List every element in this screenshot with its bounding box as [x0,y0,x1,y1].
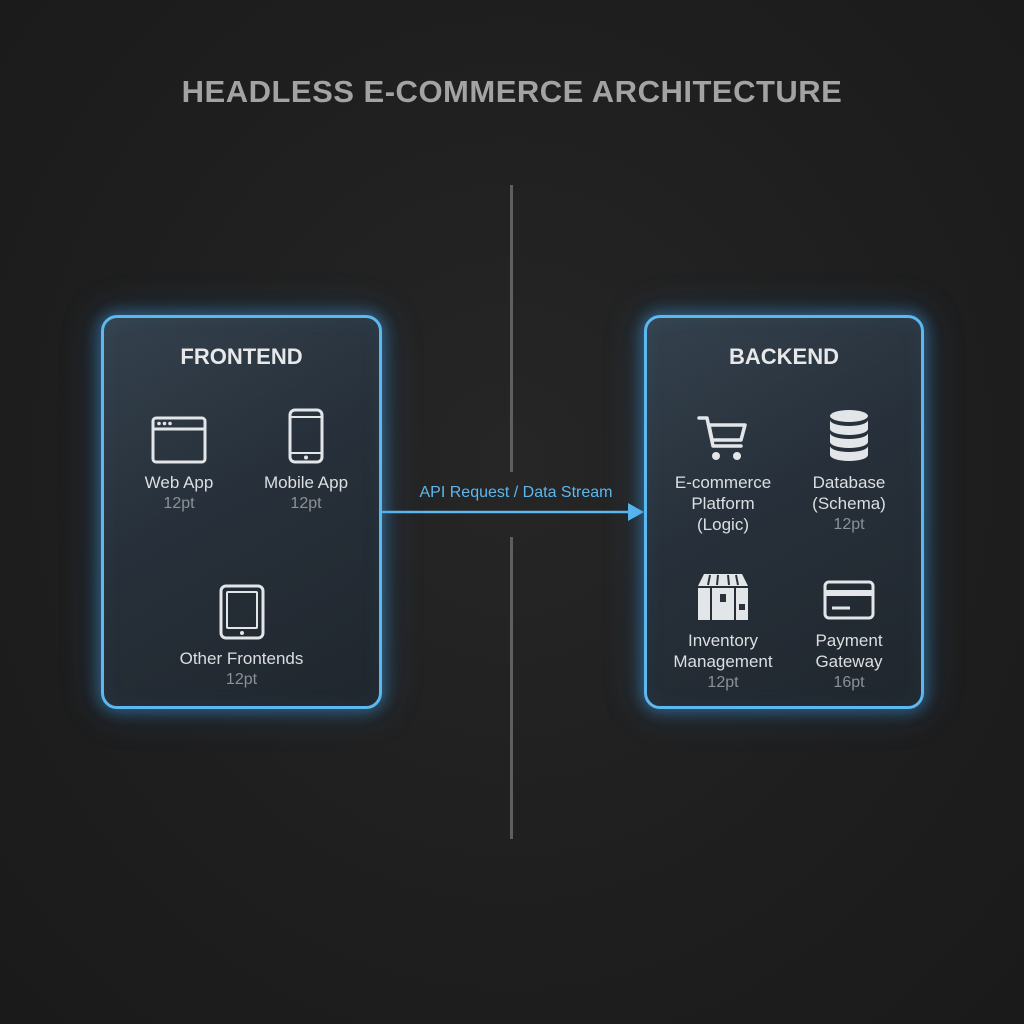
warehouse-boxes-icon [658,566,788,622]
shopping-cart-icon [658,408,788,464]
mobile-app-node[interactable]: Mobile App 12pt [241,408,371,514]
frontend-panel: FRONTEND Web App 12pt Mobile App 12pt [101,315,382,709]
backend-heading: BACKEND [729,344,839,369]
node-label: E-commerce Platform (Logic) [674,473,772,534]
node-label: Other Frontends [179,649,304,668]
center-divider-bottom [510,537,513,839]
node-sublabel: 16pt [833,674,865,691]
inventory-management-node[interactable]: Inventory Management 12pt [658,566,788,693]
tablet-icon [159,584,324,640]
node-sublabel: 12pt [225,671,258,688]
other-frontends-node[interactable]: Other Frontends 12pt [159,584,324,690]
diagram-title: HEADLESS E-COMMERCE ARCHITECTURE [181,74,843,109]
node-label: Inventory Management [673,631,773,671]
center-divider-top [510,185,513,472]
ecommerce-platform-node[interactable]: E-commerce Platform (Logic) [658,408,788,535]
node-label: Database (Schema) [812,473,886,513]
database-icon [784,408,914,464]
node-sublabel: 12pt [163,495,195,512]
browser-window-icon [114,408,244,464]
node-label: Mobile App [263,473,349,492]
connector-label: API Request / Data Stream [419,484,613,501]
node-sublabel: 12pt [707,674,739,691]
web-app-node[interactable]: Web App 12pt [114,408,244,514]
node-sublabel: 12pt [290,495,322,512]
backend-panel: BACKEND E-commerce Platform (Logic) Data… [644,315,924,709]
smartphone-icon [241,408,371,464]
credit-card-icon [784,566,914,622]
node-sublabel: 12pt [833,516,865,533]
payment-gateway-node[interactable]: Payment Gateway 16pt [784,566,914,693]
frontend-heading: FRONTEND [180,344,303,369]
node-label: Web App [144,473,214,492]
database-node[interactable]: Database (Schema) 12pt [784,408,914,535]
node-label: Payment Gateway [815,631,883,671]
